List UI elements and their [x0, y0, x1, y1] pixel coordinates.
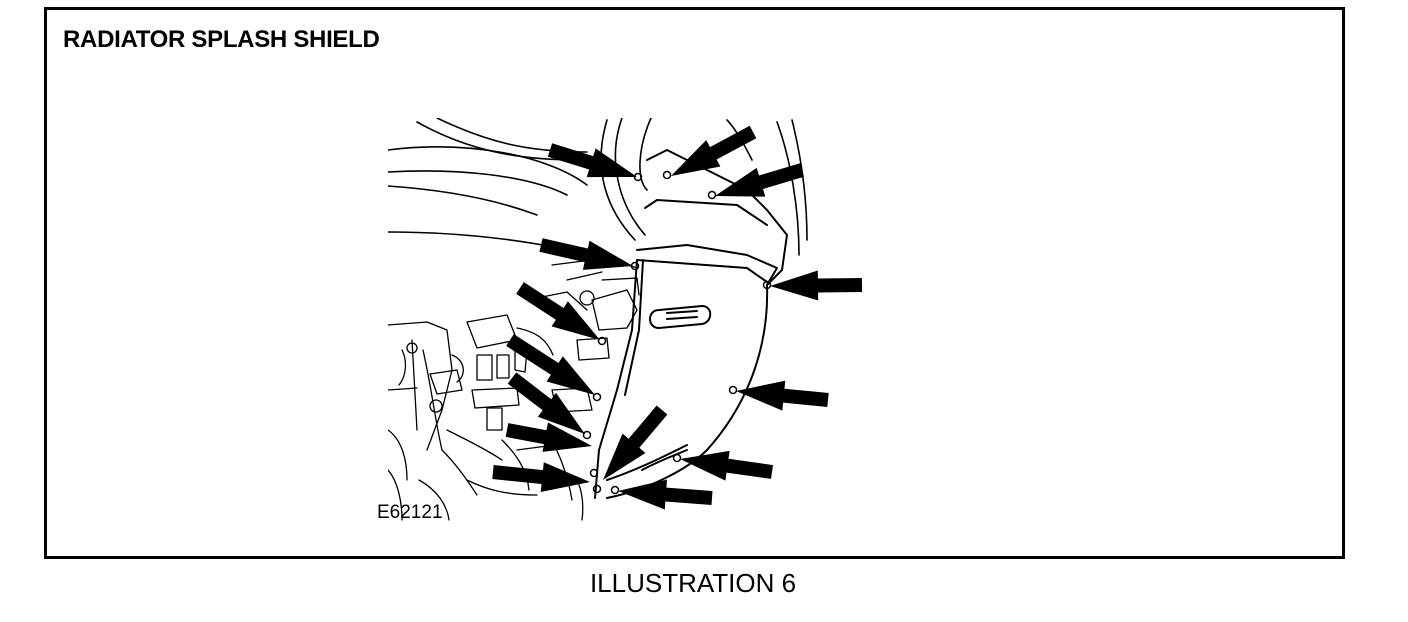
callout-arrow-5: [770, 270, 863, 301]
splash-shield-outline: [594, 149, 788, 499]
callout-arrow-13: [603, 405, 668, 480]
illustration-caption: ILLUSTRATION 6: [589, 568, 797, 598]
fasteners: [582, 170, 772, 495]
callout-arrows: [492, 125, 863, 510]
splash-shield-drawing: [388, 118, 863, 521]
illustration-frame: RADIATOR SPLASH SHIELD: [44, 7, 1345, 559]
callout-arrow-1: [547, 143, 637, 178]
callout-arrow-12: [492, 462, 590, 492]
callout-arrow-8: [736, 380, 829, 411]
callout-arrow-2: [671, 125, 757, 176]
figure-code: E62121: [377, 502, 443, 523]
callout-arrow-11: [505, 422, 592, 452]
callout-arrow-4: [539, 238, 633, 270]
callout-arrow-14: [618, 479, 713, 510]
callout-arrow-6: [516, 282, 600, 340]
callout-arrow-9: [507, 372, 585, 434]
callout-arrow-10: [680, 450, 773, 481]
callout-arrow-7: [506, 334, 595, 395]
diagram-title: RADIATOR SPLASH SHIELD: [63, 26, 380, 53]
callout-arrow-3: [715, 163, 804, 197]
